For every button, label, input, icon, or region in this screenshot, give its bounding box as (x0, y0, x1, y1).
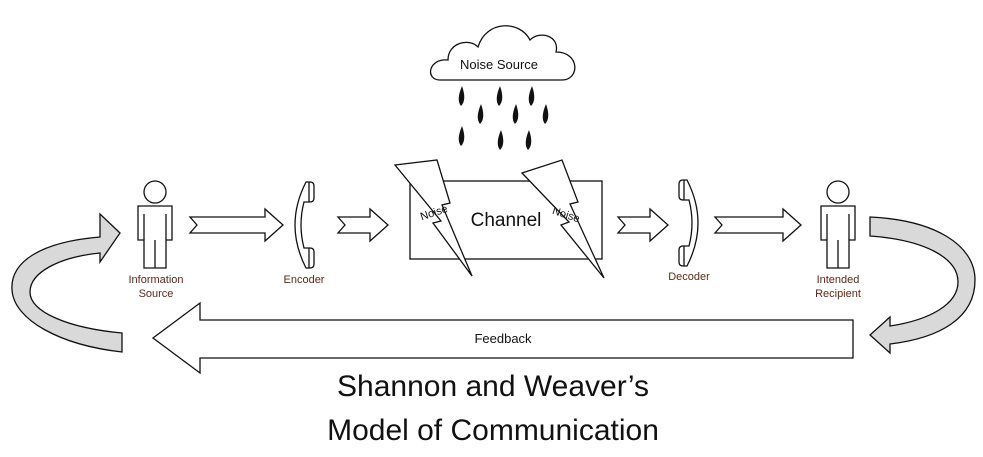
intended-recipient-label-line2: Recipient (815, 288, 861, 300)
noise-source-label: Noise Source (460, 57, 538, 72)
information-source-label-line1: Information (128, 274, 183, 286)
noise-bolt-left (393, 159, 473, 277)
arrow-decoder-to-recipient (713, 207, 802, 243)
decoder-phone-icon (678, 179, 699, 267)
right-curved-feedback-arrow (869, 216, 976, 355)
feedback-arrow (151, 301, 854, 375)
intended-recipient-label-line1: Intended (817, 274, 860, 286)
diagram-title-line2: Model of Communication (327, 414, 659, 447)
left-curved-feedback-arrow (11, 212, 123, 353)
noise-bolt-right (520, 159, 605, 279)
information-source-label-line2: Source (139, 288, 174, 300)
arrow-encoder-to-channel (336, 207, 389, 243)
arrow-channel-to-decoder (616, 207, 669, 243)
intended-recipient-person-icon (820, 180, 856, 269)
feedback-label: Feedback (474, 331, 532, 346)
arrow-source-to-encoder (188, 207, 284, 243)
noise-drops (458, 86, 549, 150)
diagram-title-line1: Shannon and Weaver’s (337, 370, 649, 403)
noise-source-cloud (430, 25, 576, 81)
channel-label: Channel (471, 210, 542, 231)
encoder-phone-icon (294, 181, 315, 269)
decoder-label: Decoder (668, 271, 710, 283)
information-source-person-icon (137, 180, 173, 269)
encoder-label: Encoder (284, 274, 325, 286)
